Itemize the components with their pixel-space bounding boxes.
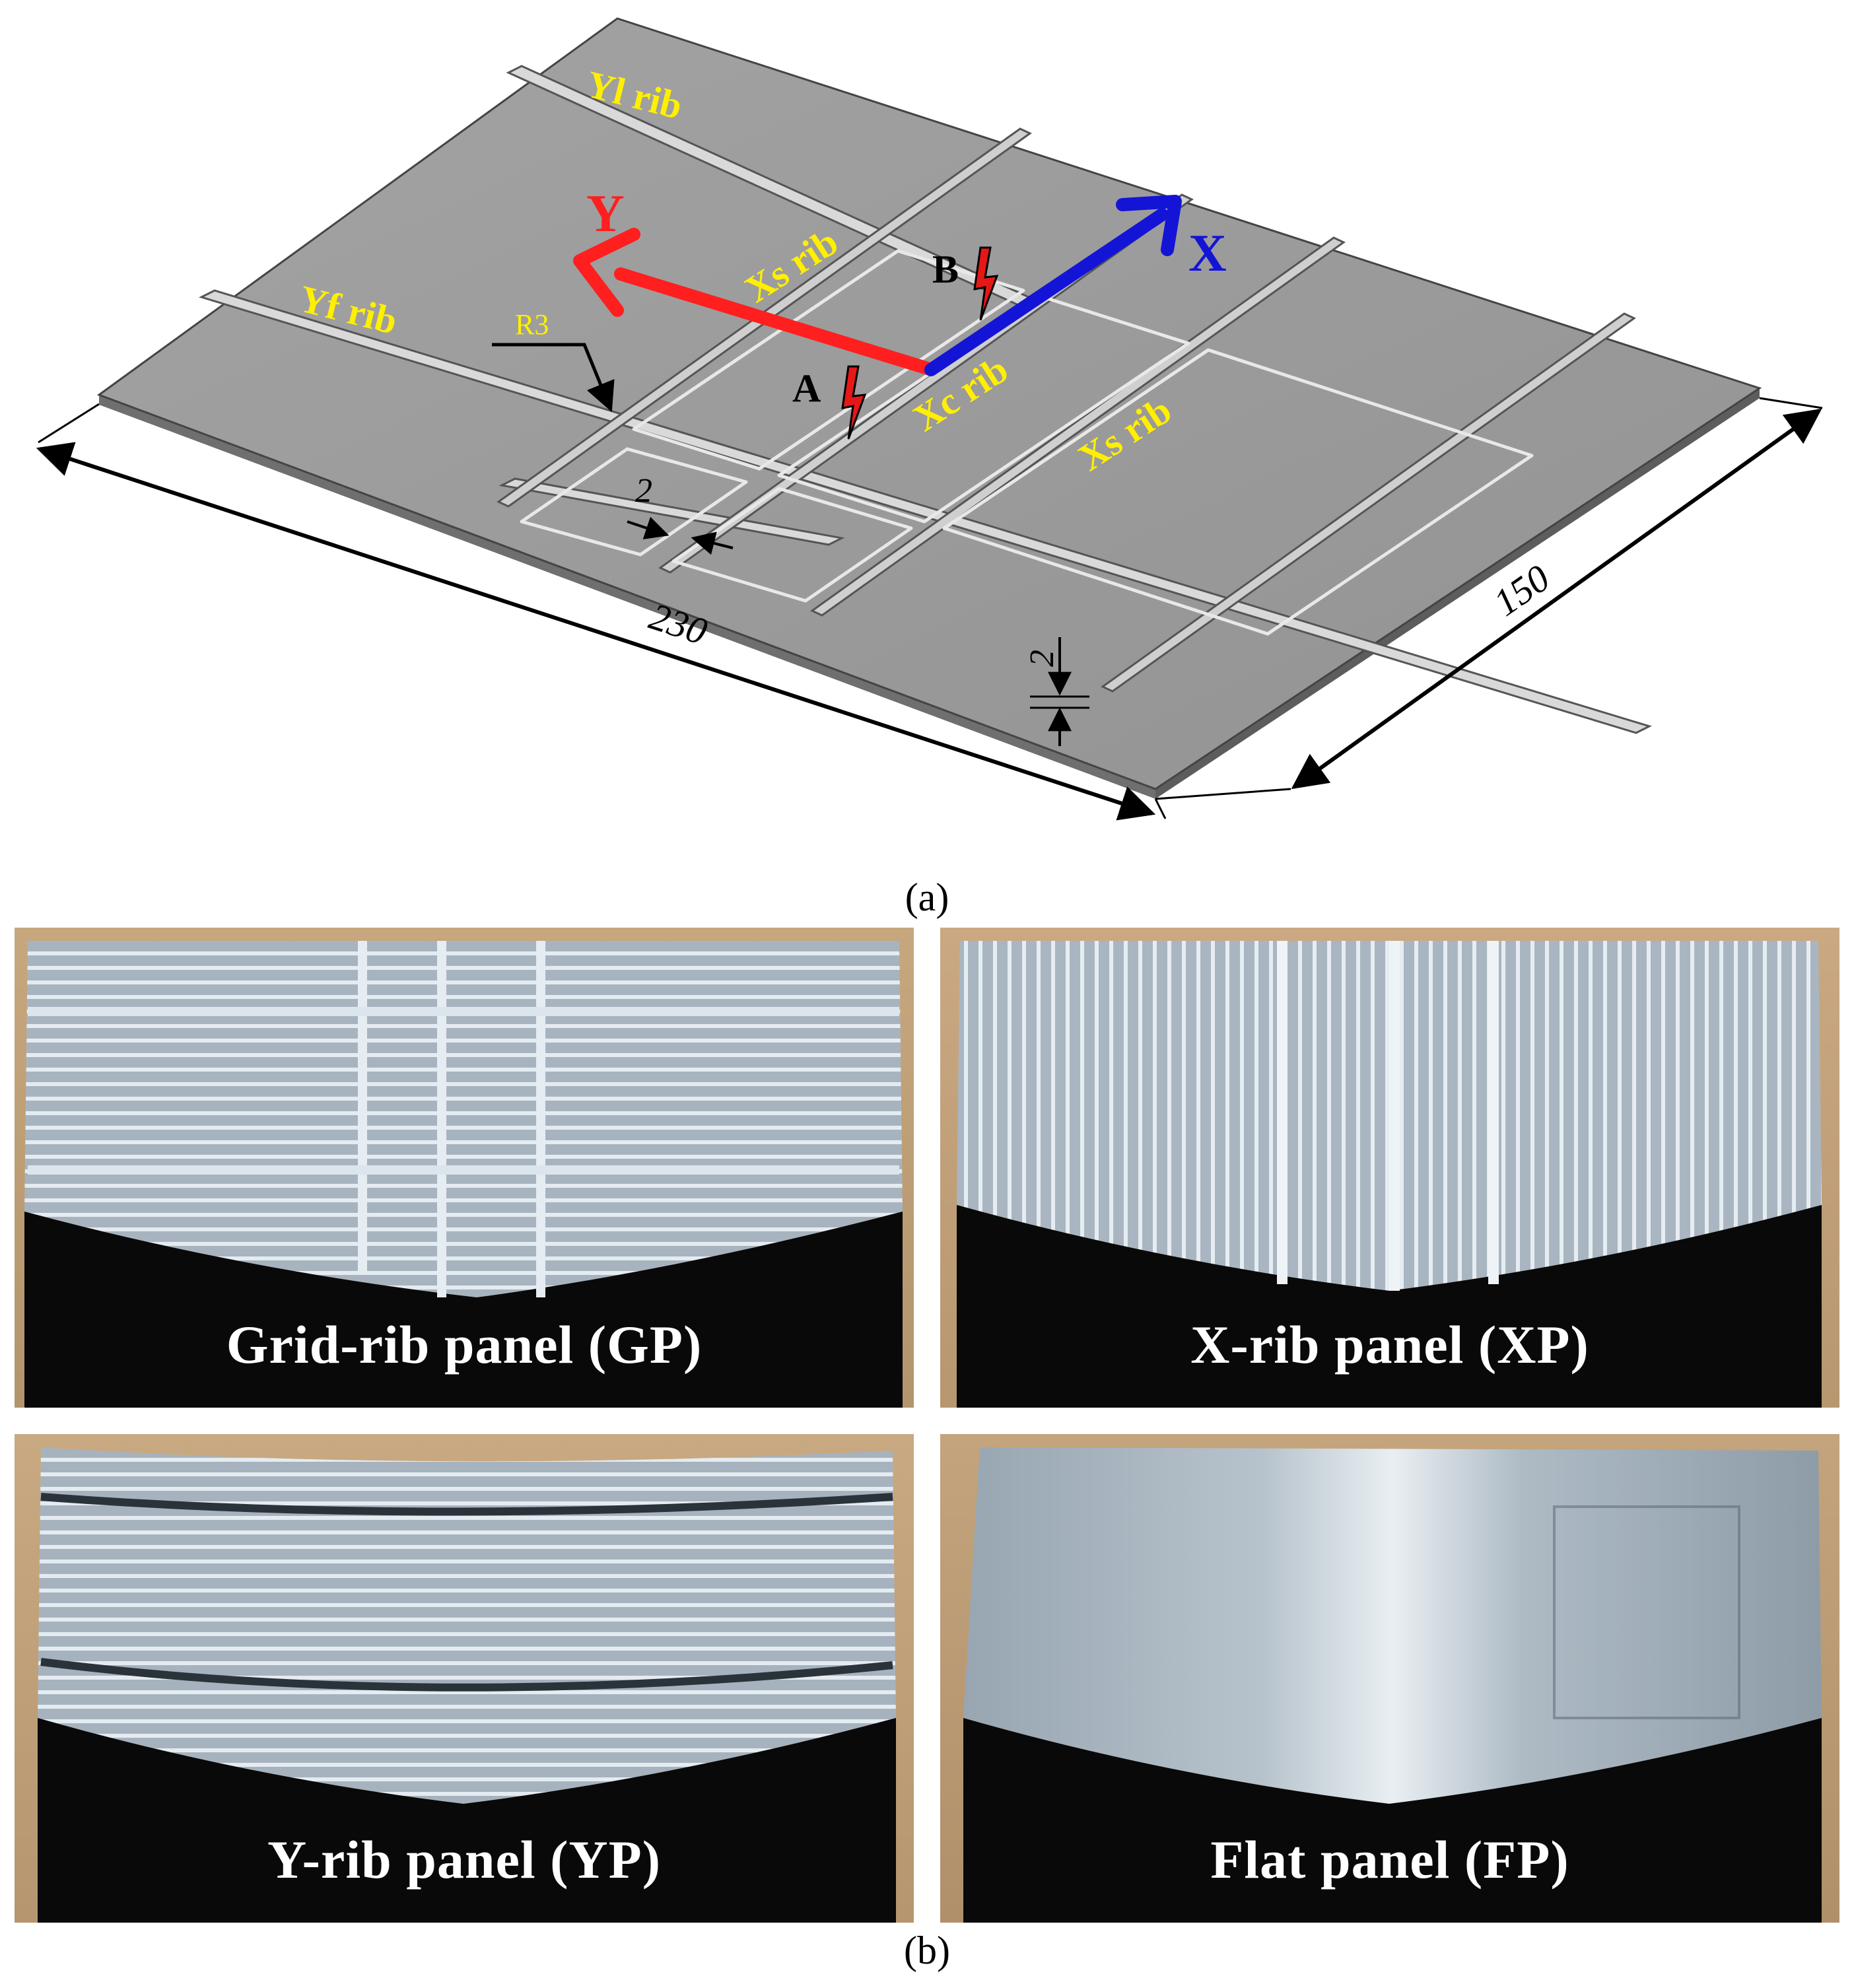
plate-thickness-callout: 2 — [1023, 637, 1089, 746]
photo-yp-label: Y-rib panel (YP) — [267, 1830, 662, 1890]
lightning-bolt-a-icon — [841, 365, 867, 440]
caption-b: (b) — [904, 1929, 950, 1972]
photo-yp-art — [15, 1434, 914, 1923]
caption-a: (a) — [905, 875, 949, 919]
y-axis-arrow: Y — [573, 185, 934, 375]
photo-gp: Grid-rib panel (GP) — [15, 928, 914, 1408]
y-axis-label: Y — [586, 185, 625, 243]
radius-label: R3 — [515, 308, 549, 341]
point-a-label: A — [792, 366, 821, 410]
photo-yp: Y-rib panel (YP) — [15, 1434, 914, 1923]
photo-xp-art — [940, 928, 1839, 1408]
point-b-label: B — [932, 248, 959, 291]
x-axis-arrow: X — [924, 195, 1227, 376]
photo-fp-art — [940, 1434, 1839, 1923]
photo-fp-label: Flat panel (FP) — [1210, 1830, 1569, 1890]
photo-gp-art — [15, 928, 914, 1408]
x-axis-label: X — [1188, 224, 1227, 283]
radius-callout: R3 — [492, 308, 615, 413]
photo-xp: X-rib panel (XP) — [940, 928, 1839, 1408]
rib-thickness-label: 2 — [635, 472, 652, 510]
point-b: B — [932, 246, 999, 321]
lightning-bolt-b-icon — [973, 246, 999, 321]
rib-thickness-callout: 2 — [627, 472, 734, 555]
photo-xp-label: X-rib panel (XP) — [1190, 1315, 1589, 1375]
photo-fp: Flat panel (FP) — [940, 1434, 1839, 1923]
photo-gp-label: Grid-rib panel (GP) — [226, 1315, 703, 1375]
panel-diagram: 230 150 R3 2 2 — [36, 17, 1823, 821]
point-a: A — [792, 365, 867, 440]
plate-thickness-label: 2 — [1023, 650, 1061, 667]
